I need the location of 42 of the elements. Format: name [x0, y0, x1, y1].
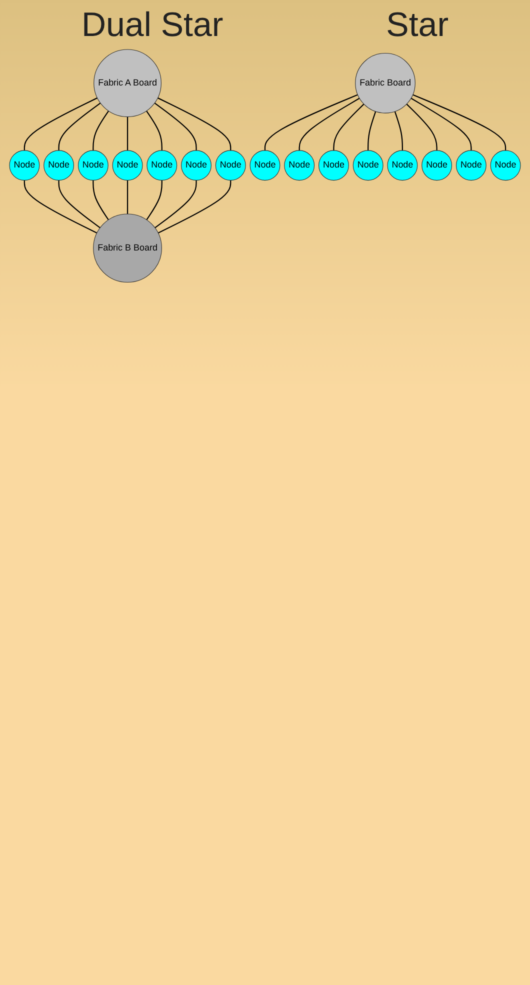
connector	[92, 110, 110, 150]
connector	[394, 111, 404, 150]
node-circle: Node	[181, 150, 212, 181]
node-circle: Node	[250, 150, 280, 181]
connector	[154, 102, 197, 150]
node-circle: Node	[146, 150, 178, 181]
connector	[333, 104, 364, 150]
node-circle: Node	[318, 150, 349, 181]
connector	[58, 180, 100, 228]
node-circle: Node	[352, 150, 384, 181]
connector	[264, 94, 358, 150]
connector	[92, 180, 109, 220]
node-circle: Fabric B Board	[93, 214, 162, 283]
connector	[158, 180, 232, 234]
connector	[154, 180, 197, 228]
diagram-heading: Star	[386, 6, 449, 45]
node-circle: Node	[422, 150, 452, 181]
connector	[24, 180, 98, 234]
node-circle: Node	[44, 150, 74, 181]
node-circle: Node	[78, 150, 108, 181]
connector	[24, 97, 98, 150]
connector	[146, 110, 162, 150]
connector	[406, 104, 438, 150]
connector	[298, 98, 360, 150]
connector	[412, 94, 506, 150]
connector	[410, 98, 472, 150]
node-circle: Node	[456, 150, 486, 181]
node-circle: Fabric A Board	[94, 49, 162, 118]
connector	[58, 102, 101, 150]
node-circle: Node	[215, 150, 246, 181]
node-circle: Node	[490, 150, 521, 181]
node-circle: Fabric Board	[355, 52, 416, 114]
node-circle: Node	[112, 150, 143, 181]
connector	[158, 97, 232, 150]
connector	[368, 111, 376, 150]
node-circle: Node	[387, 150, 418, 181]
connector	[126, 116, 128, 150]
diagram-heading: Dual Star	[81, 6, 224, 45]
node-circle: Node	[9, 150, 40, 181]
connector	[126, 180, 128, 214]
connector	[146, 180, 162, 220]
node-circle: Node	[284, 150, 315, 181]
